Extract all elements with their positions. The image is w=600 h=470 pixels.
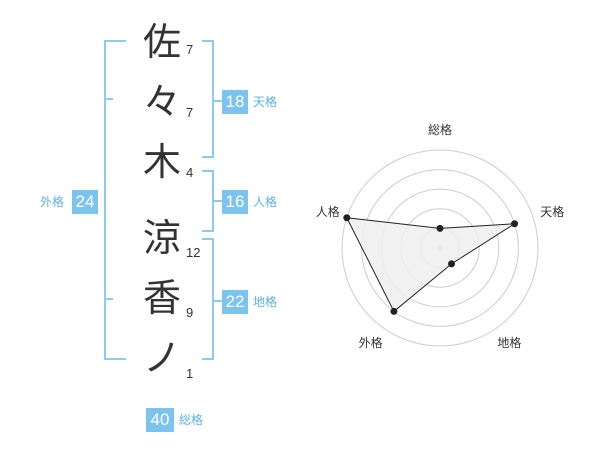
radar-ring-5 <box>341 149 539 347</box>
radar-point-人格 <box>343 214 351 222</box>
chikaku-label: 地格 <box>253 295 278 309</box>
soukaku-value-badge: 40 <box>146 408 174 432</box>
name-char-1: 佐 <box>142 20 181 64</box>
jinkaku-value-badge: 16 <box>222 190 248 214</box>
stroke-count-3: 4 <box>186 165 194 180</box>
name-char-2: 々 <box>142 80 181 124</box>
stroke-count-2: 7 <box>186 105 194 120</box>
name-char-6: ノ <box>142 336 181 380</box>
chikaku-value-badge: 22 <box>222 290 248 314</box>
radar-axis-label-3: 外格 <box>358 336 383 351</box>
tenkaku-value-badge: 18 <box>222 90 248 114</box>
gaikaku-label: 外格 <box>40 195 65 209</box>
jinkaku-label: 人格 <box>253 195 278 209</box>
radar-axis-label-0: 総格 <box>427 123 452 137</box>
stroke-count-4: 12 <box>186 245 201 260</box>
tenkaku-label: 天格 <box>253 95 278 109</box>
radar-point-天格 <box>511 220 519 228</box>
name-char-4: 涼 <box>142 216 181 260</box>
radar-axis-label-2: 地格 <box>497 336 522 351</box>
soukaku-label: 総格 <box>179 413 204 427</box>
radar-series-area <box>345 217 515 313</box>
radar-point-地格 <box>448 260 456 268</box>
name-char-5: 香 <box>142 276 181 320</box>
stroke-count-1: 7 <box>186 42 194 57</box>
radar-point-総格 <box>436 224 444 232</box>
radar-axis-label-4: 人格 <box>315 204 340 219</box>
stroke-count-6: 1 <box>186 366 194 381</box>
gaikaku-value-badge: 24 <box>72 190 98 214</box>
radar-axis-label-1: 天格 <box>540 204 565 219</box>
name-char-3: 木 <box>142 140 181 184</box>
radar-point-外格 <box>390 307 398 315</box>
stroke-count-5: 9 <box>186 305 194 320</box>
